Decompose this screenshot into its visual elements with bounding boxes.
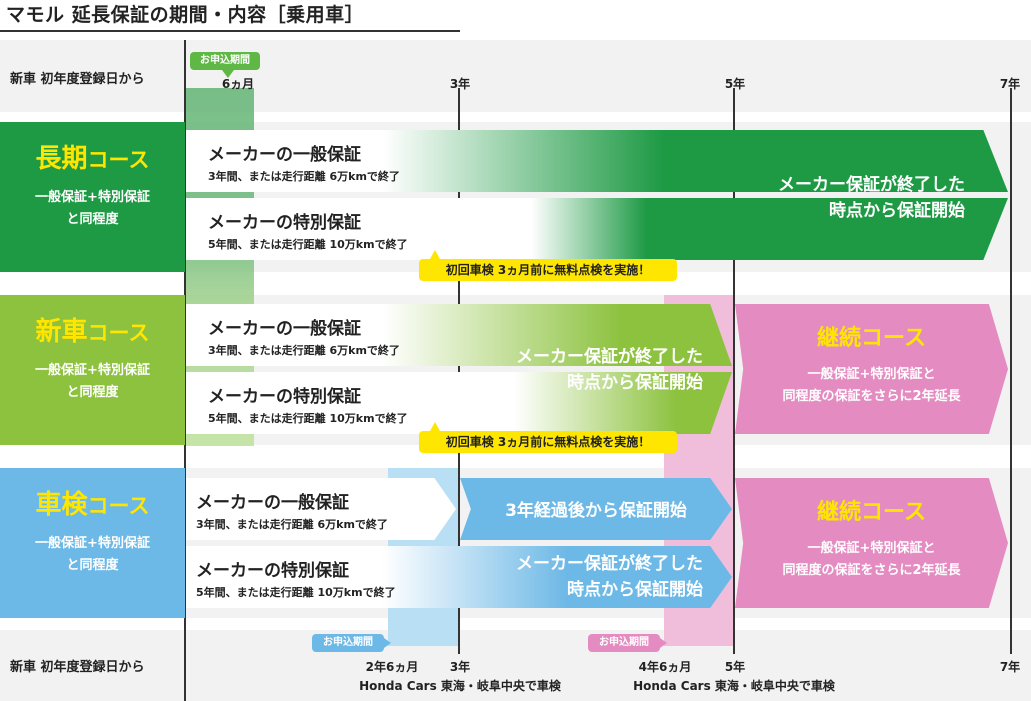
- inspect-after3yr-arrow: 3年経過後から保証開始: [460, 478, 732, 540]
- long-special-warranty-bar: メーカーの特別保証 5年間、または走行距離 10万kmで終了: [186, 198, 1008, 260]
- top-year-3: 3年: [449, 77, 471, 91]
- long-special-title: メーカーの特別保証: [208, 213, 361, 233]
- course-inspect-name: 車検: [35, 490, 88, 520]
- new-general-sub: 3年間、または走行距離 6万kmで終了: [208, 344, 400, 357]
- axis-origin-line: [184, 40, 186, 701]
- bottom-year-2y6m: 2年6ヵ月: [365, 660, 419, 674]
- course-inspect-header: 車検コース 一般保証+特別保証と同程度: [0, 468, 185, 618]
- shop-note-inspect: Honda Cars 東海・岐阜中央で車検: [359, 679, 561, 693]
- shop-note-continue: Honda Cars 東海・岐阜中央で車検: [633, 679, 835, 693]
- course-inspect-suffix: コース: [87, 494, 150, 518]
- long-msg-line2: 時点から保証開始: [829, 201, 965, 221]
- course-new-header: 新車コース 一般保証+特別保証と同程度: [0, 295, 185, 445]
- inspect-special-title: メーカーの特別保証: [196, 561, 349, 581]
- inspect-continue-desc-2: 同程度の保証をさらに2年延長: [782, 563, 961, 578]
- top-axis-band: [0, 40, 1031, 112]
- new-continue-desc-1: 一般保証+特別保証と: [807, 367, 936, 382]
- year5-line: [733, 88, 735, 654]
- long-msg-line1: メーカー保証が終了した: [778, 175, 965, 195]
- course-new-name: 新車: [35, 317, 88, 347]
- top-year-7: 7年: [999, 77, 1021, 91]
- bottom-year-5: 5年: [724, 660, 746, 674]
- top-year-6m: 6ヵ月: [221, 77, 255, 91]
- inspect-general-sub: 3年間、または走行距離 6万kmで終了: [196, 518, 388, 531]
- long-general-warranty-bar: メーカーの一般保証 3年間、または走行距離 6万kmで終了: [186, 130, 1008, 192]
- bottom-year-7: 7年: [999, 660, 1021, 674]
- new-general-warranty-bar: メーカーの一般保証 3年間、または走行距離 6万kmで終了: [186, 304, 732, 366]
- course-new-desc-1: 一般保証+特別保証: [35, 363, 150, 378]
- long-start-message: メーカー保証が終了した 時点から保証開始: [778, 172, 965, 224]
- inspect-special-sub: 5年間、または走行距離 10万kmで終了: [196, 586, 396, 599]
- page-title: マモル 延長保証の期間・内容［乗用車］: [6, 4, 365, 26]
- new-msg-line2: 時点から保証開始: [567, 373, 703, 393]
- course-long-desc-2: と同程度: [66, 212, 119, 227]
- notice-pointer-icon: [430, 422, 440, 431]
- long-special-sub: 5年間、または走行距離 10万kmで終了: [208, 238, 408, 251]
- inspect-continue-course-arrow: 継続コース 一般保証+特別保証と同程度の保証をさらに2年延長: [735, 478, 1008, 608]
- course-inspect-desc-1: 一般保証+特別保証: [35, 536, 150, 551]
- new-msg-line1: メーカー保証が終了した: [516, 347, 703, 367]
- bottom-axis-label: 新車 初年度登録日から: [10, 660, 145, 675]
- notice-pointer-icon: [430, 250, 440, 259]
- year3-line: [458, 88, 460, 654]
- apply-period-tag-inspect: お申込期間: [312, 634, 384, 652]
- new-continue-course-arrow: 継続コース 一般保証+特別保証と同程度の保証をさらに2年延長: [735, 304, 1008, 434]
- tag-pointer-icon: [660, 638, 667, 648]
- inspect-continue-desc-1: 一般保証+特別保証と: [807, 541, 936, 556]
- inspect-after3yr-text: 3年経過後から保証開始: [505, 501, 687, 521]
- long-general-title: メーカーの一般保証: [208, 145, 361, 165]
- course-long-desc-1: 一般保証+特別保証: [35, 190, 150, 205]
- new-continue-desc-2: 同程度の保証をさらに2年延長: [782, 389, 961, 404]
- bottom-year-4y6m: 4年6ヵ月: [638, 660, 692, 674]
- course-long-name: 長期: [35, 144, 88, 174]
- year7-line: [1010, 88, 1012, 654]
- course-long-header: 長期コース 一般保証+特別保証と同程度: [0, 122, 185, 272]
- course-new-suffix: コース: [87, 321, 150, 345]
- inspect-general-warranty-bar: メーカーの一般保証 3年間、または走行距離 6万kmで終了: [186, 478, 456, 540]
- new-special-title: メーカーの特別保証: [208, 387, 361, 407]
- inspect-general-title: メーカーの一般保証: [196, 493, 349, 513]
- new-special-sub: 5年間、または走行距離 10万kmで終了: [208, 412, 408, 425]
- inspect-start-message: メーカー保証が終了した 時点から保証開始: [516, 551, 703, 603]
- apply-period-tag-top: お申込期間: [190, 52, 260, 70]
- top-axis-label: 新車 初年度登録日から: [10, 72, 145, 87]
- top-year-5: 5年: [724, 77, 746, 91]
- new-free-inspection-notice: 初回車検 3ヵ月前に無料点検を実施！: [419, 431, 677, 453]
- new-continue-title: 継続コース: [817, 326, 926, 351]
- new-special-warranty-bar: メーカーの特別保証 5年間、または走行距離 10万kmで終了: [186, 372, 732, 434]
- inspect-special-warranty-bar: メーカーの特別保証 5年間、または走行距離 10万kmで終了: [186, 546, 732, 608]
- long-free-inspection-notice: 初回車検 3ヵ月前に無料点検を実施！: [419, 259, 677, 281]
- inspect-msg-line2: 時点から保証開始: [567, 580, 703, 600]
- inspect-msg-line1: メーカー保証が終了した: [516, 554, 703, 574]
- title-divider: [0, 30, 460, 32]
- course-inspect-desc-2: と同程度: [66, 558, 119, 573]
- new-general-title: メーカーの一般保証: [208, 319, 361, 339]
- apply-period-tag-continue: お申込期間: [588, 634, 660, 652]
- tag-pointer-icon: [222, 70, 234, 78]
- tag-pointer-icon: [384, 638, 391, 648]
- inspect-continue-title: 継続コース: [817, 500, 926, 525]
- course-new-desc-2: と同程度: [66, 385, 119, 400]
- new-start-message: メーカー保証が終了した 時点から保証開始: [516, 344, 703, 396]
- long-general-sub: 3年間、または走行距離 6万kmで終了: [208, 170, 400, 183]
- bottom-axis-band: [0, 630, 1031, 701]
- course-long-suffix: コース: [87, 148, 150, 172]
- bottom-year-3: 3年: [449, 660, 471, 674]
